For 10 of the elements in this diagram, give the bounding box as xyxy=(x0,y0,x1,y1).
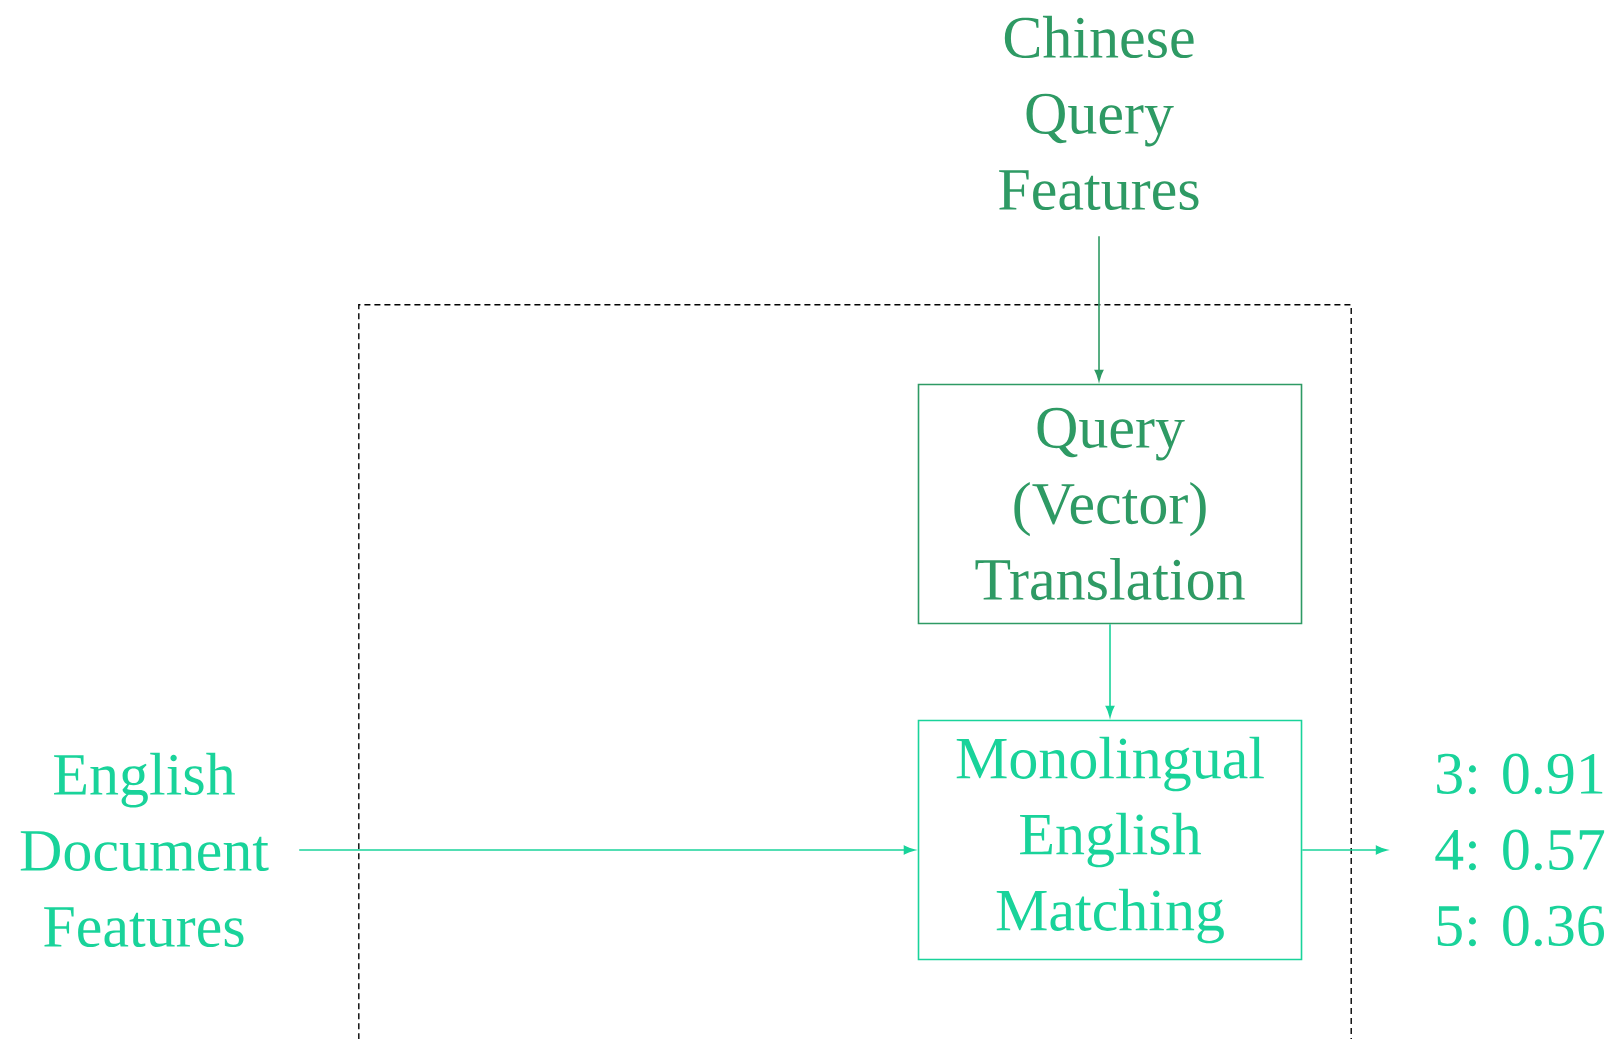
arrow xyxy=(1094,235,1104,382)
process-box: Query (Vector) Translation xyxy=(917,383,1303,625)
input-label: English Document Features xyxy=(20,752,269,948)
input-label: Chinese Query Features xyxy=(999,15,1199,211)
score-list: 3: 0.91 4: 0.57 5: 0.36 xyxy=(1435,753,1605,947)
process-box: Monolingual English Matching xyxy=(917,719,1303,961)
arrow xyxy=(1301,845,1388,855)
dashed-frame xyxy=(358,304,1352,1039)
arrow xyxy=(1105,623,1115,718)
arrow xyxy=(298,845,916,855)
